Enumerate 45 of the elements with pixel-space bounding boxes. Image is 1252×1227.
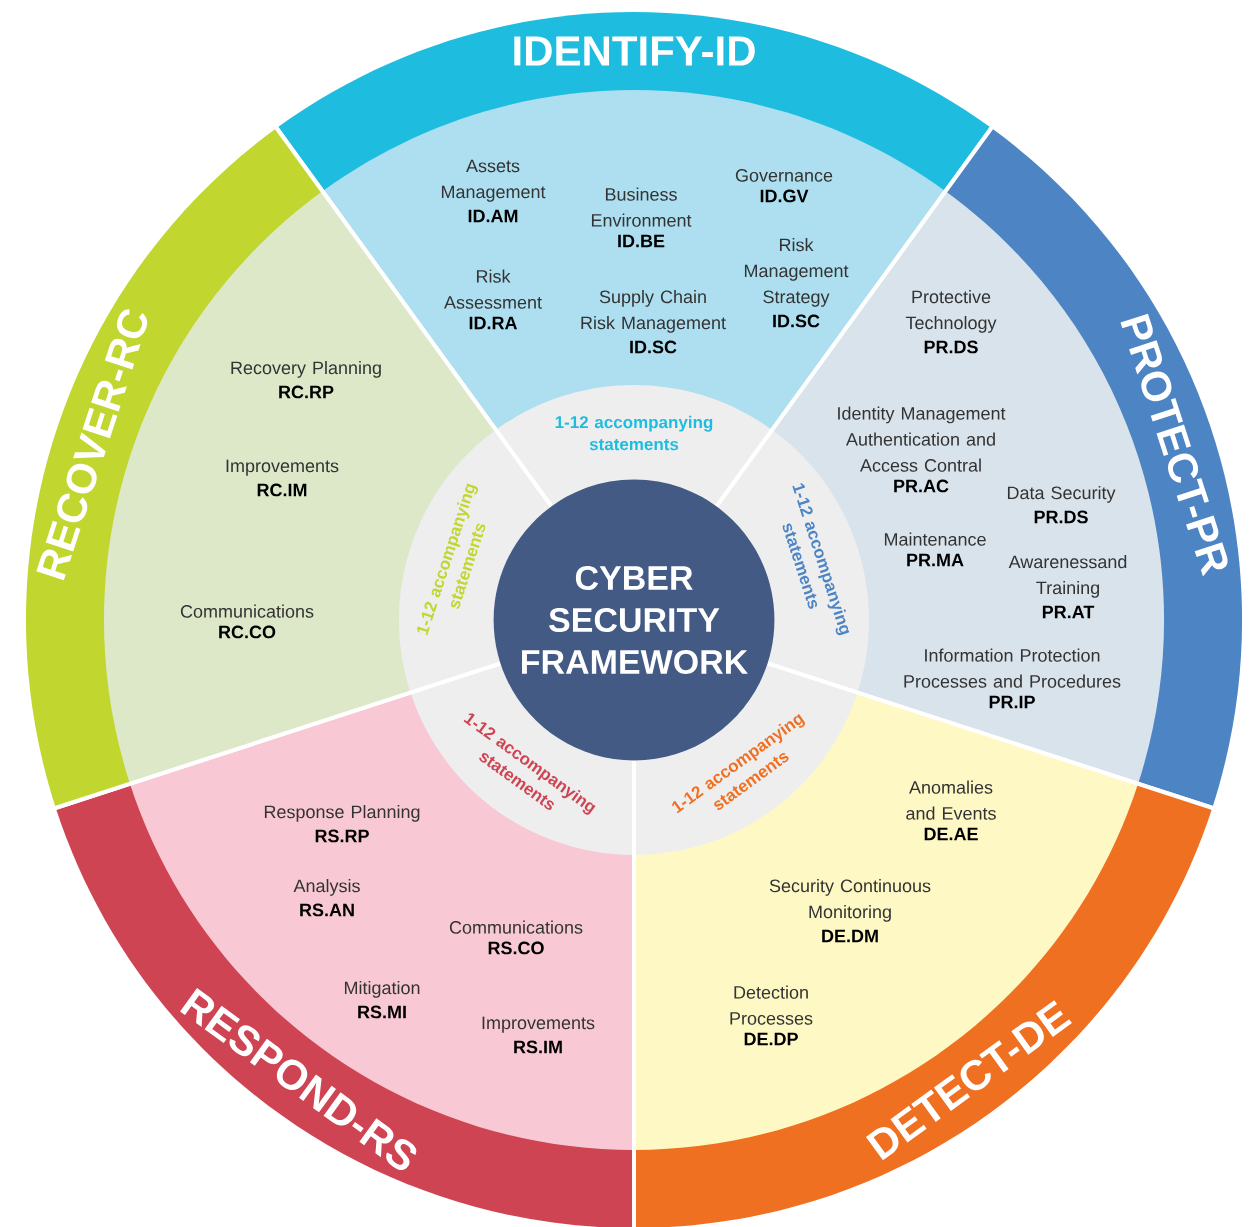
category-code: ID.BE (618, 234, 665, 248)
category-name: Risk Assessment (444, 269, 542, 309)
category-code: PR.DS (924, 340, 978, 354)
category-name: Business Environment (591, 187, 692, 227)
category-name: Anomalies and Events (906, 780, 996, 820)
category-name: Supply Chain Risk Management (581, 290, 726, 333)
category-name: Response Planning (264, 805, 420, 822)
category-name: Maintenance (884, 532, 986, 546)
category-code: RS.AN (300, 903, 354, 917)
category-code: PR.IP (989, 695, 1035, 709)
category-name: Identity Management Authentication and Access Contral (838, 406, 1006, 472)
category-name: Data Security (1007, 486, 1116, 503)
category-name: Risk Management Strategy (744, 238, 849, 307)
statement-label: 1-12 accompanying statements (555, 415, 713, 451)
category-code: DE.AE (924, 827, 978, 841)
category-code: ID.AM (468, 209, 518, 223)
category-name: Improvements (226, 459, 339, 476)
sector-title: IDENTIFY-ID (514, 36, 755, 66)
category-code: RC.CO (219, 625, 276, 639)
category-name: Communications (180, 604, 314, 618)
category-name: Protective Technology (905, 290, 997, 333)
category-code: ID.RA (469, 316, 518, 330)
category-name: Assets Management (441, 159, 546, 202)
category-name: Detection Processes (730, 985, 813, 1025)
category-code: PR.MA (907, 553, 964, 567)
category-code: DE.DP (744, 1032, 798, 1046)
category-code: PR.AT (1042, 605, 1095, 619)
category-name: Analysis (293, 879, 360, 896)
category-code: PR.AC (894, 479, 949, 493)
category-name: Improvements (482, 1016, 595, 1033)
category-code: ID.GV (760, 189, 809, 203)
category-code: RC.IM (257, 483, 307, 497)
category-name: Recovery Planning (231, 361, 381, 378)
category-name: Governance (735, 169, 833, 182)
category-code: RC.RP (279, 385, 334, 399)
category-name: Communications (449, 920, 583, 934)
category-code: RS.RP (315, 829, 369, 843)
category-name: Information Protection Processes and Procedures (904, 648, 1121, 688)
category-code: DE.DM (822, 929, 878, 943)
category-code: PR.DS (1034, 510, 1088, 524)
category-name: Security Continuous Monitoring (769, 879, 931, 922)
category-code: ID.SC (773, 314, 820, 328)
category-code: RS.IM (514, 1040, 562, 1054)
category-code: RS.CO (488, 941, 544, 955)
category-code: ID.SC (630, 340, 677, 354)
